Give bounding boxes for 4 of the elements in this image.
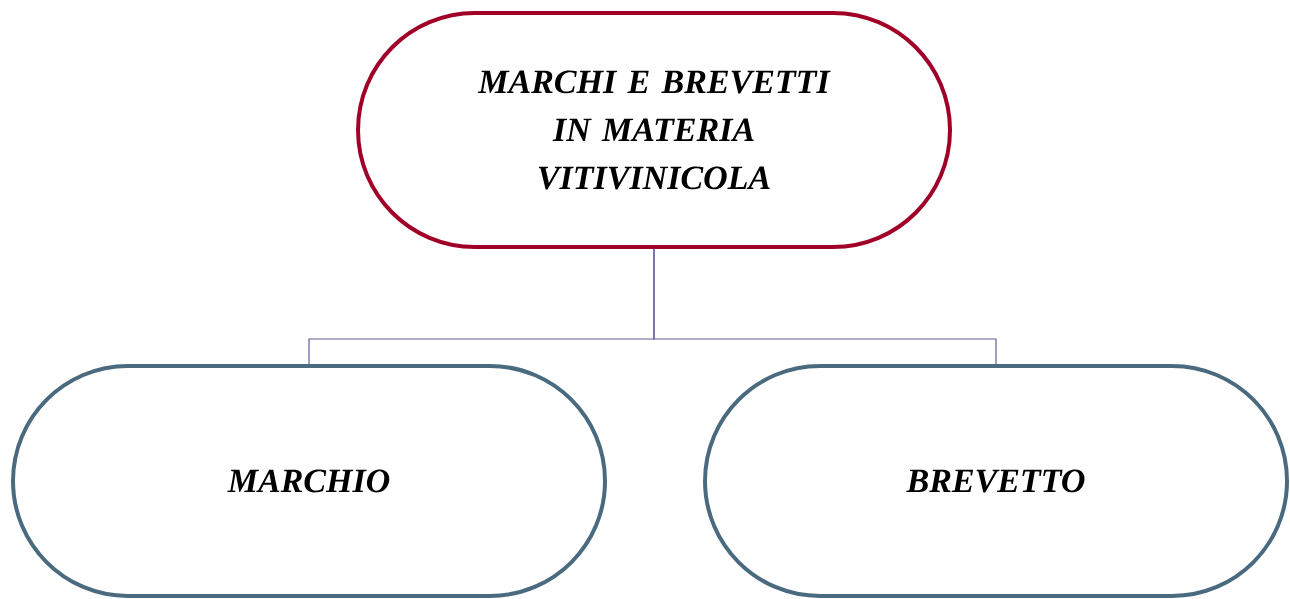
- connector: [653, 248, 997, 365]
- rounded-box: BREVETTO: [703, 364, 1289, 598]
- rounded-box: MARCHIO: [11, 364, 607, 598]
- rounded-box: MARCHI E BREVETTI IN MATERIA VITIVINICOLA: [356, 11, 952, 249]
